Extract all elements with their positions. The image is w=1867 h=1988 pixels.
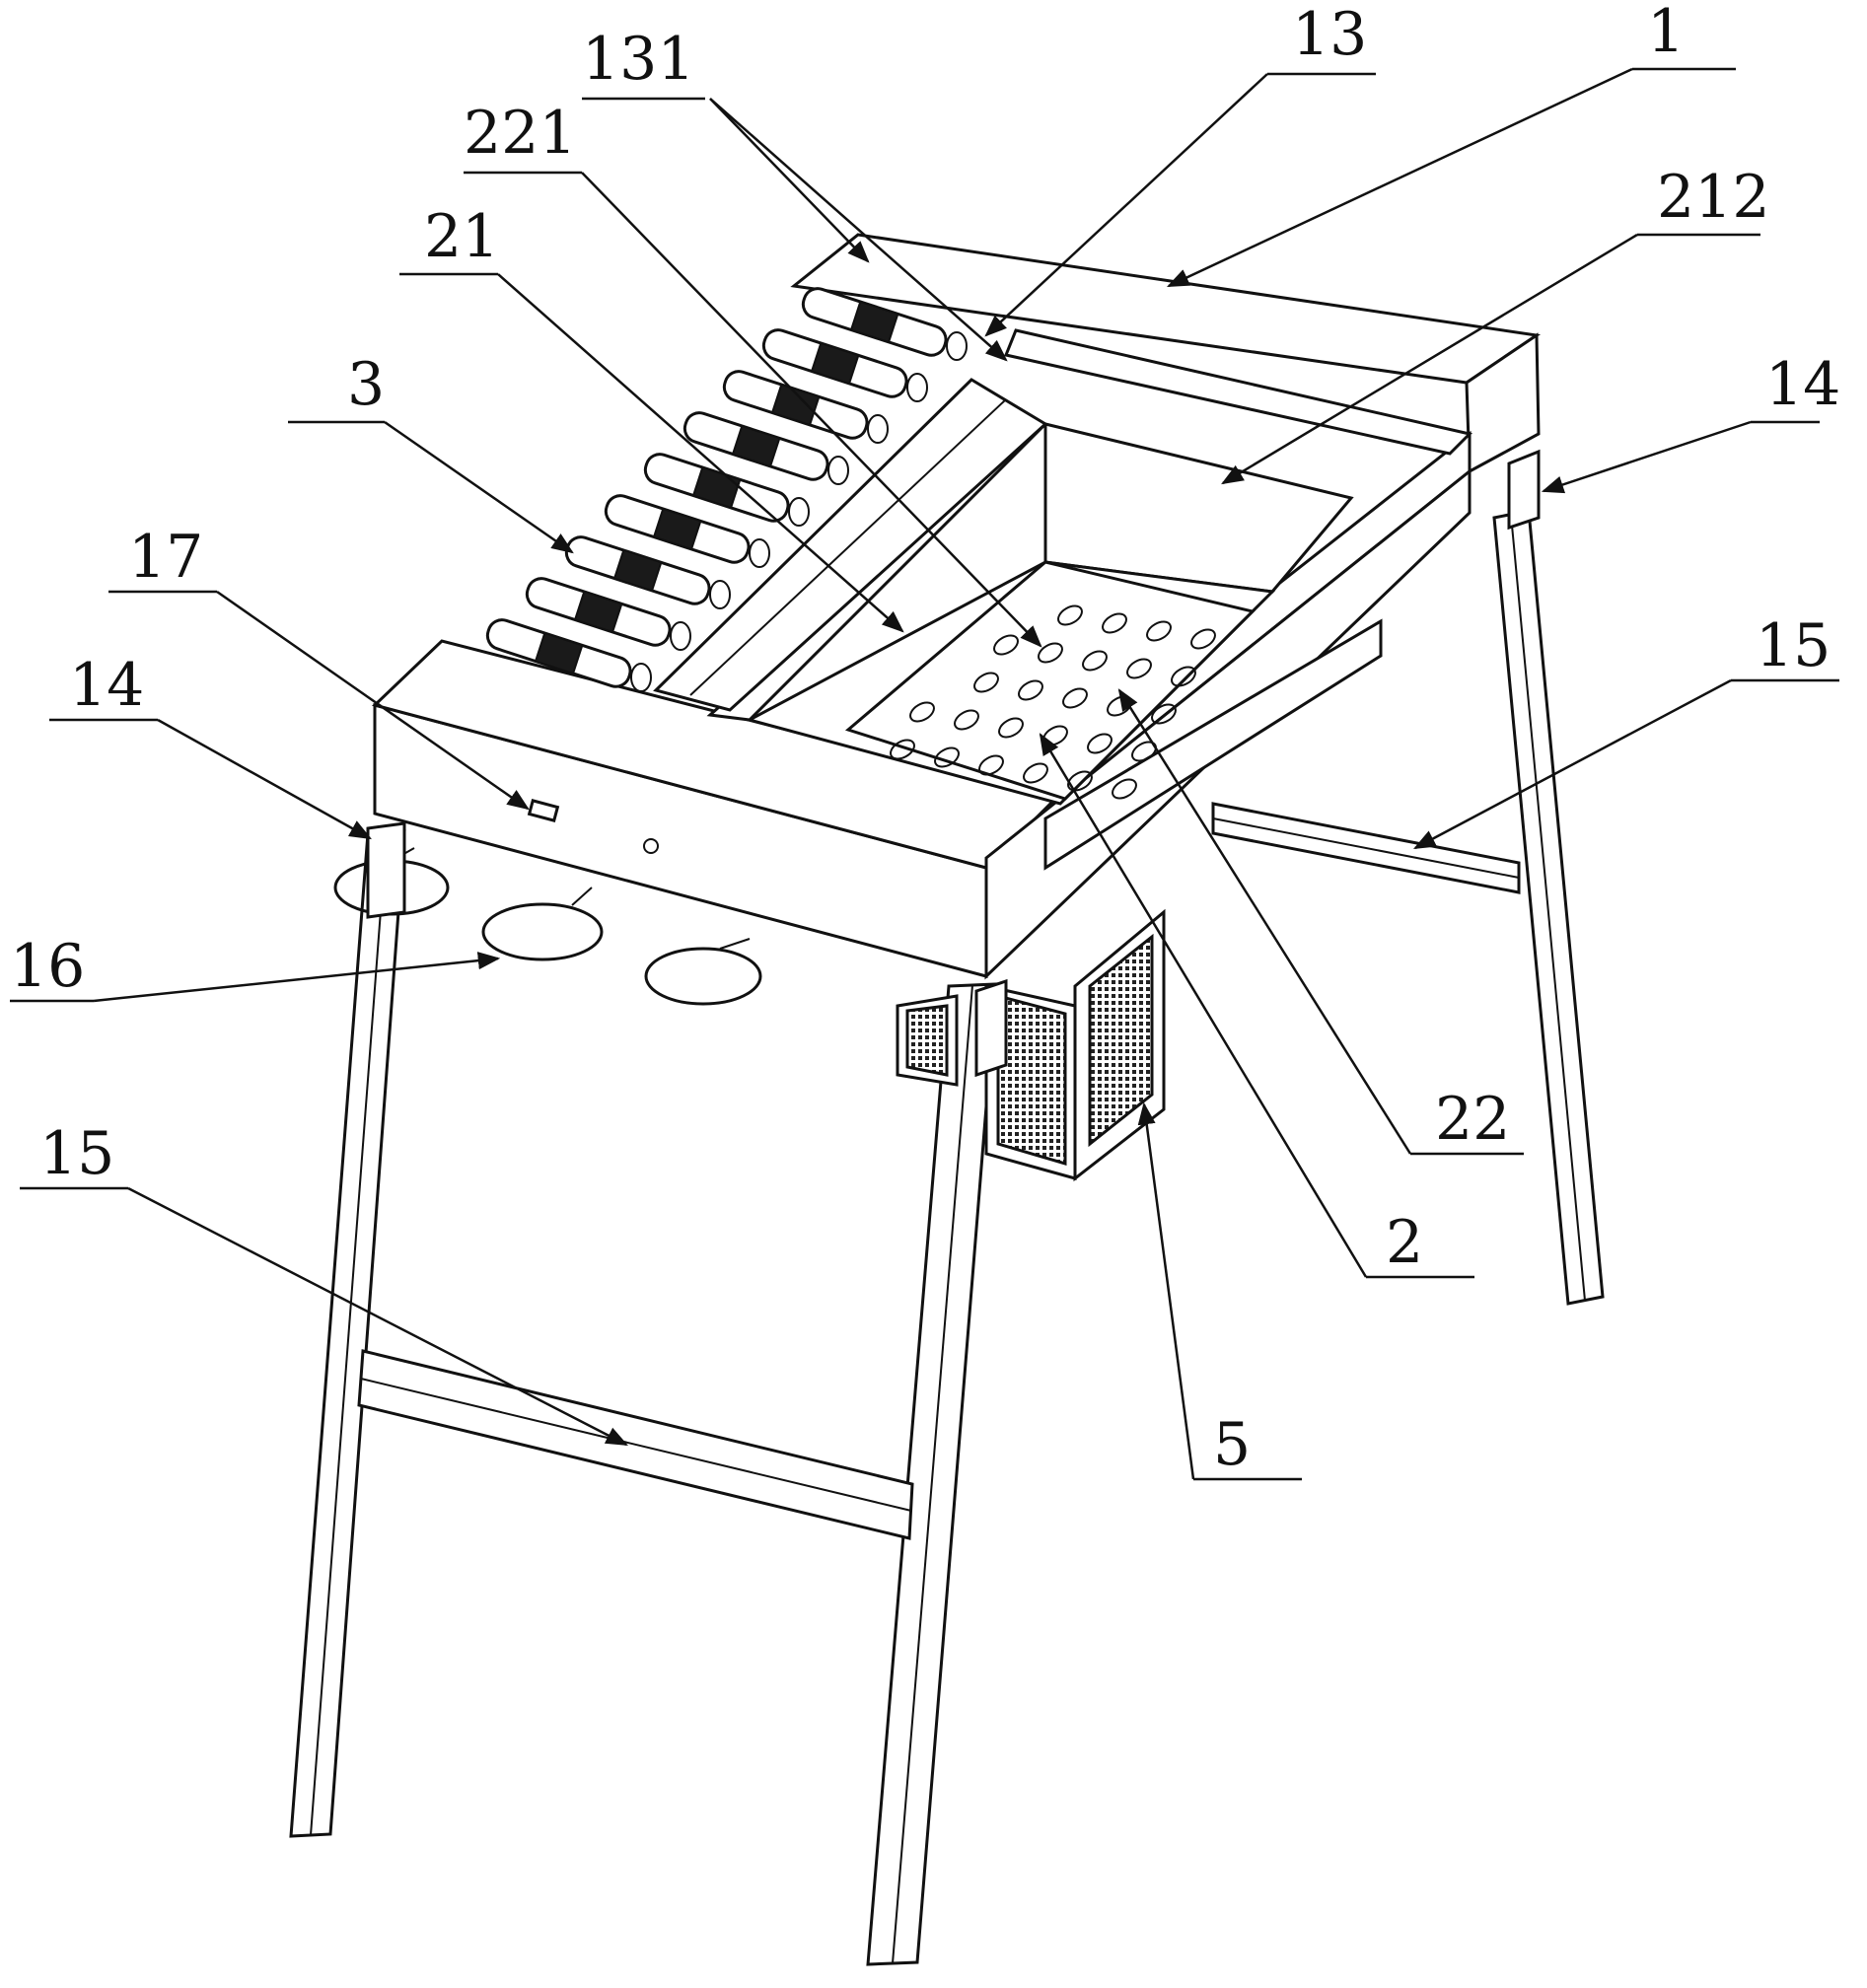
reference-label: 14 [1765,350,1840,419]
annotation-16: 16 [10,932,498,1001]
reference-label: 16 [10,932,85,1001]
reference-label: 21 [424,202,499,271]
annotation-14a: 14 [1544,350,1840,491]
reference-label: 15 [39,1119,114,1188]
reference-label: 22 [1435,1085,1510,1154]
front-right-leg [868,984,996,1964]
leader-arrow [385,422,572,552]
annotation-5: 5 [1144,1104,1302,1479]
front-left-leg [291,831,404,1836]
reference-label: 15 [1756,611,1831,680]
reference-label: 13 [1292,0,1367,69]
reference-label: 3 [347,350,385,419]
leader-arrow [94,958,498,1001]
annotation-3: 3 [288,350,572,552]
front-crossbar-15 [359,1351,912,1538]
leader-arrow [158,720,370,838]
reference-label: 212 [1657,163,1770,232]
reference-label: 17 [128,523,203,592]
reference-label: 5 [1213,1410,1251,1479]
leader-arrow [1415,680,1731,848]
annotation-15a: 15 [1415,611,1839,848]
annotation-1: 1 [1169,0,1736,286]
reference-label: 221 [464,99,577,168]
annotation-14b: 14 [49,651,370,838]
reference-label: 1 [1647,0,1685,66]
leader-arrow [1544,422,1751,491]
leader-arrow [1144,1104,1193,1479]
reference-label: 131 [582,25,695,94]
reference-label: 14 [69,651,144,720]
leader-arrow [710,99,868,261]
rear-right-leg [1494,511,1603,1304]
reference-label: 2 [1386,1208,1423,1277]
annotation-131: 131 [582,25,1006,360]
